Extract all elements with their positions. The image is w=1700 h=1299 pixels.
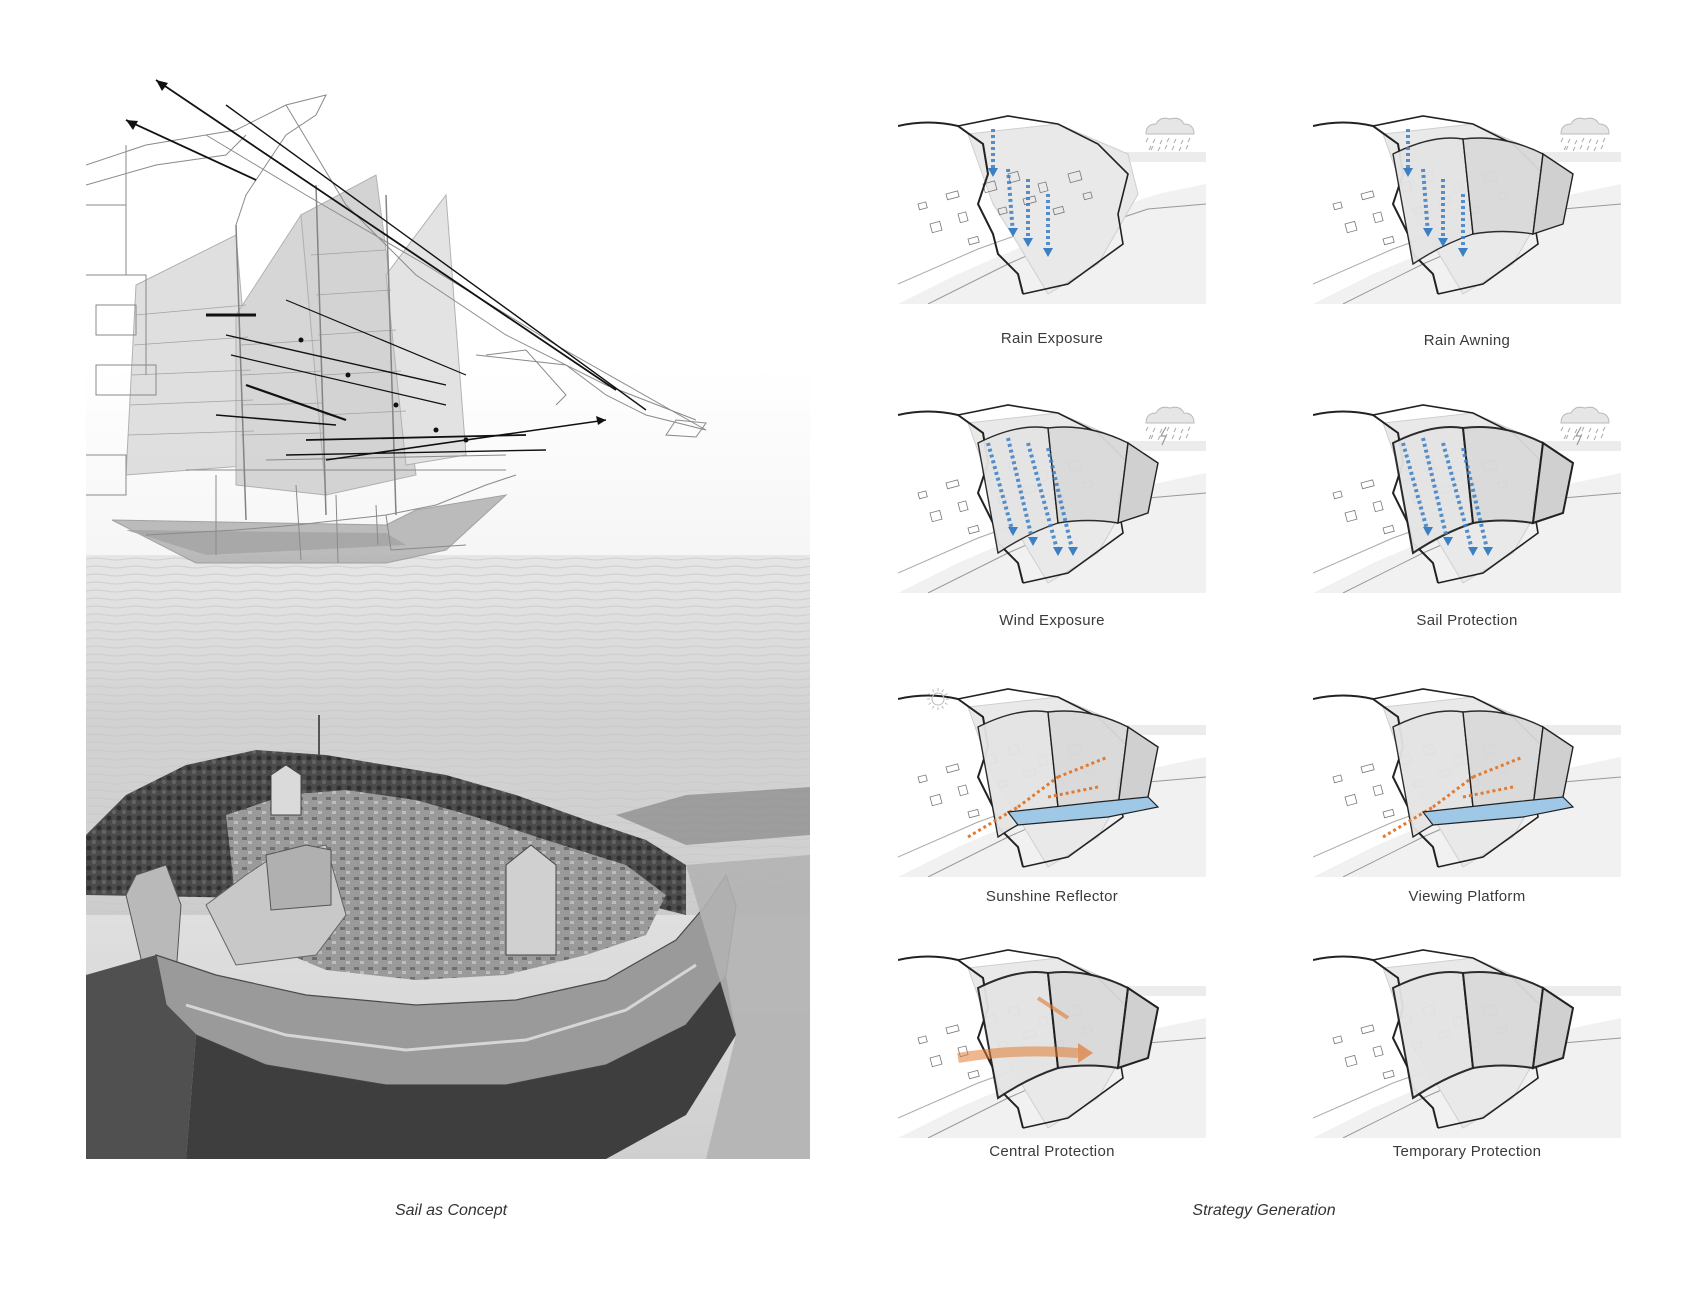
strategy-panel-rain-awning	[1313, 114, 1621, 304]
strategy-label: Rain Awning	[1423, 332, 1511, 349]
strategy-label: Temporary Protection	[1392, 1143, 1542, 1160]
rain-cloud-icon	[1560, 117, 1610, 152]
strategy-sketch	[898, 688, 1206, 877]
strategy-panel-central-protection	[898, 948, 1206, 1138]
strategy-sketch	[898, 949, 1206, 1138]
sun-icon	[927, 688, 949, 710]
strategy-sketch	[1313, 404, 1621, 593]
rain-arrows	[1401, 437, 1493, 556]
strategy-label: Sunshine Reflector	[985, 888, 1119, 905]
concept-illustration	[86, 75, 810, 1159]
strategy-sketch	[1313, 688, 1621, 877]
concept-vector-arrows	[125, 79, 647, 461]
sun-arrows	[957, 996, 1093, 1063]
strategy-panel-sunshine-reflector	[898, 687, 1206, 877]
storm-cloud-icon	[1560, 406, 1610, 446]
strategy-label: Sail Protection	[1416, 612, 1518, 629]
strategy-caption: Strategy Generation	[1192, 1202, 1336, 1219]
rain-arrows	[986, 437, 1078, 556]
rain-cloud-icon	[1145, 117, 1195, 152]
strategy-sketch	[898, 115, 1206, 304]
strategy-sketch	[1313, 115, 1621, 304]
strategy-sketch	[1313, 949, 1621, 1138]
strategy-sketch	[898, 404, 1206, 593]
storm-cloud-icon	[1145, 406, 1195, 446]
strategy-label: Rain Exposure	[1000, 330, 1104, 347]
strategy-panel-viewing-platform	[1313, 687, 1621, 877]
strategy-panel-temporary-protection	[1313, 948, 1621, 1138]
strategy-label: Central Protection	[989, 1143, 1115, 1160]
rain-arrows	[1403, 129, 1468, 257]
strategy-panel-sail-protection	[1313, 403, 1621, 593]
sail-concept-collage	[86, 75, 810, 1159]
viewing-platform	[1006, 796, 1160, 826]
concept-caption: Sail as Concept	[394, 1202, 508, 1219]
cliff-island	[86, 715, 810, 1159]
strategy-label: Wind Exposure	[999, 612, 1105, 629]
strategy-panel-rain-exposure	[898, 114, 1206, 304]
strategy-label: Viewing Platform	[1408, 888, 1526, 905]
strategy-panel-wind-exposure	[898, 403, 1206, 593]
viewing-platform	[1421, 796, 1575, 826]
sail-linework-overlay	[86, 94, 707, 564]
rain-arrows	[988, 129, 1053, 257]
